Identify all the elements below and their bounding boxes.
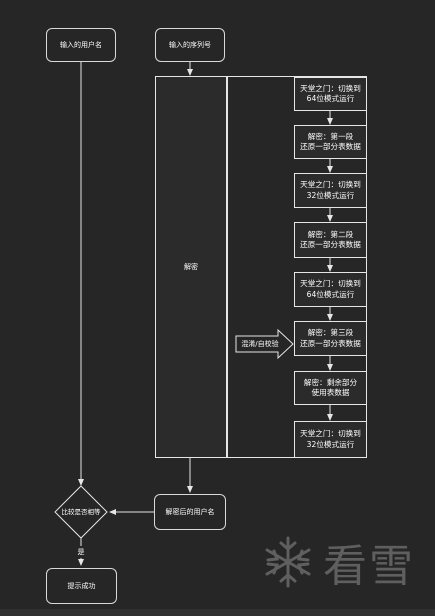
step-8-heavens-gate-32: 天堂之门：切换到 32位模式运行 <box>294 421 367 458</box>
step-4-label: 解密：第二段 还原一部分表数据 <box>300 229 361 249</box>
yes-edge-label-box: 是 <box>74 546 88 558</box>
step-5-label: 天堂之门：切换到 64位模式运行 <box>300 279 361 299</box>
compare-diamond <box>54 485 108 539</box>
step-3-heavens-gate-32: 天堂之门：切换到 32位模式运行 <box>294 173 367 208</box>
decrypt-label: 解密 <box>184 262 198 271</box>
step-3-label: 天堂之门：切换到 32位模式运行 <box>300 180 361 200</box>
snowflake-icon <box>265 536 311 588</box>
decrypted-username-node: 解密后的用户名 <box>154 494 226 530</box>
compare-node: 比较是否相等 <box>52 505 110 519</box>
step-5-heavens-gate-64: 天堂之门：切换到 64位模式运行 <box>294 272 367 307</box>
username-input-node: 输入的用户名 <box>46 28 116 62</box>
step-4-decrypt-part-2: 解密：第二段 还原一部分表数据 <box>294 222 367 258</box>
obfuscation-block-arrow <box>235 328 294 360</box>
decrypt-block: 解密 <box>155 76 227 458</box>
step-2-decrypt-part-1: 解密：第一段 还原一部分表数据 <box>294 125 367 159</box>
success-label: 提示成功 <box>67 581 96 590</box>
step-6-decrypt-part-3: 解密：第三段 还原一部分表数据 <box>294 321 367 356</box>
decrypted-username-label: 解密后的用户名 <box>165 507 215 516</box>
step-6-label: 解密：第三段 还原一部分表数据 <box>300 328 361 348</box>
obfuscation-label: 混淆/自校验 <box>241 339 279 348</box>
bottom-strip <box>0 609 435 616</box>
compare-label: 比较是否相等 <box>61 507 101 516</box>
watermark-text: 看雪 <box>323 541 415 592</box>
step-7-label: 解密：剩余部分 使用表数据 <box>303 377 358 397</box>
yes-edge-label: 是 <box>77 547 85 556</box>
step-7-decrypt-remaining: 解密：剩余部分 使用表数据 <box>294 371 367 405</box>
step-8-label: 天堂之门：切换到 32位模式运行 <box>300 429 361 449</box>
step-2-label: 解密：第一段 还原一部分表数据 <box>300 131 361 151</box>
username-input-label: 输入的用户名 <box>60 40 102 49</box>
step-1-label: 天堂之门：切换到 64位模式运行 <box>300 83 361 103</box>
serial-input-label: 输入的序列号 <box>169 40 211 49</box>
success-node: 提示成功 <box>46 568 117 604</box>
obfuscation-label-box: 混淆/自校验 <box>236 336 284 352</box>
serial-input-node: 输入的序列号 <box>155 28 225 62</box>
step-1-heavens-gate-64: 天堂之门：切换到 64位模式运行 <box>294 77 367 111</box>
